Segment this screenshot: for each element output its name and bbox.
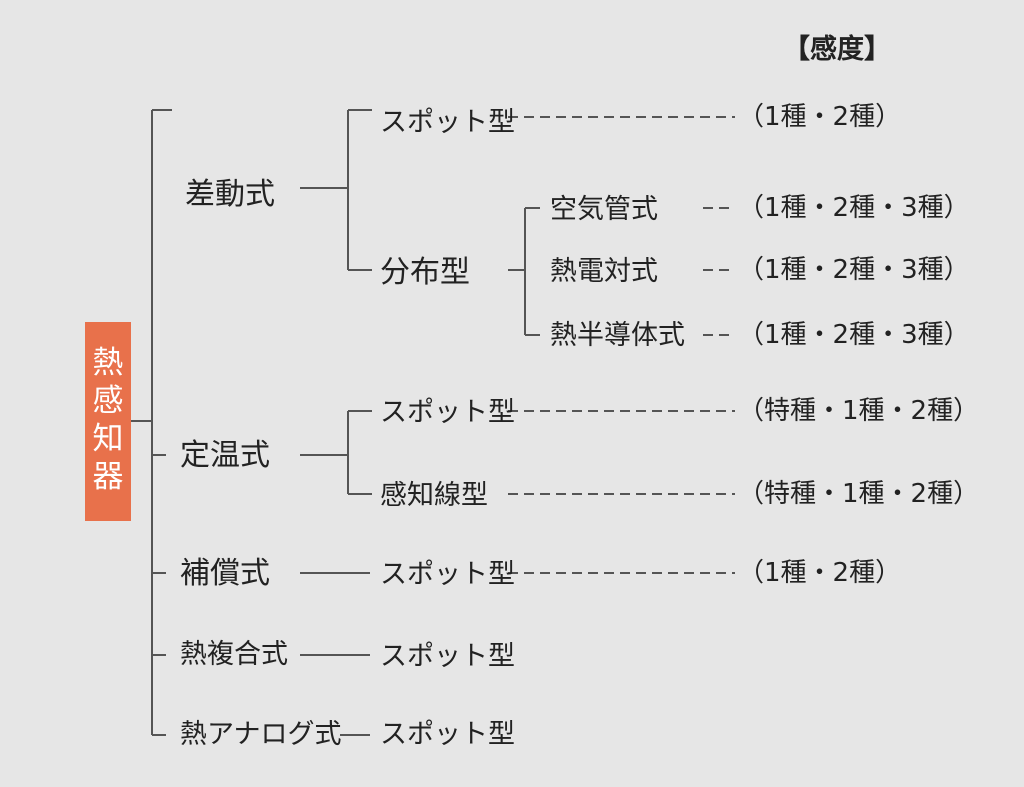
root-label: 熱感知器 <box>92 345 124 495</box>
type-hosho-spot: スポット型 <box>380 559 515 590</box>
type-analog-spot: スポット型 <box>380 719 515 750</box>
category-hosho: 補償式 <box>180 556 270 591</box>
type-teion-spot: スポット型 <box>380 397 515 428</box>
sensitivity-header: 【感度】 <box>783 34 891 65</box>
category-analog: 熱アナログ式 <box>180 719 342 750</box>
category-fukugo: 熱複合式 <box>180 639 288 670</box>
sensitivity-sadou-spot: （1種・2種） <box>738 102 902 132</box>
root-node-box: 熱感知器 <box>85 322 131 521</box>
sensitivity-teion-spot: （特種・1種・2種） <box>738 396 980 426</box>
type-sadou-spot: スポット型 <box>380 107 515 138</box>
sensitivity-hosho-spot: （1種・2種） <box>738 558 902 588</box>
category-sadou: 差動式 <box>185 177 275 212</box>
type-kanchisen: 感知線型 <box>380 480 488 511</box>
type-bunpu: 分布型 <box>380 255 470 290</box>
type-kuki: 空気管式 <box>550 194 658 225</box>
category-teion: 定温式 <box>180 438 270 473</box>
type-netsuden: 熱電対式 <box>550 256 658 287</box>
type-handotai: 熱半導体式 <box>550 320 685 351</box>
type-fukugo-spot: スポット型 <box>380 641 515 672</box>
sensitivity-kuki: （1種・2種・3種） <box>738 193 970 223</box>
sensitivity-netsuden: （1種・2種・3種） <box>738 255 970 285</box>
sensitivity-kanchisen: （特種・1種・2種） <box>738 479 980 509</box>
sensitivity-handotai: （1種・2種・3種） <box>738 320 970 350</box>
